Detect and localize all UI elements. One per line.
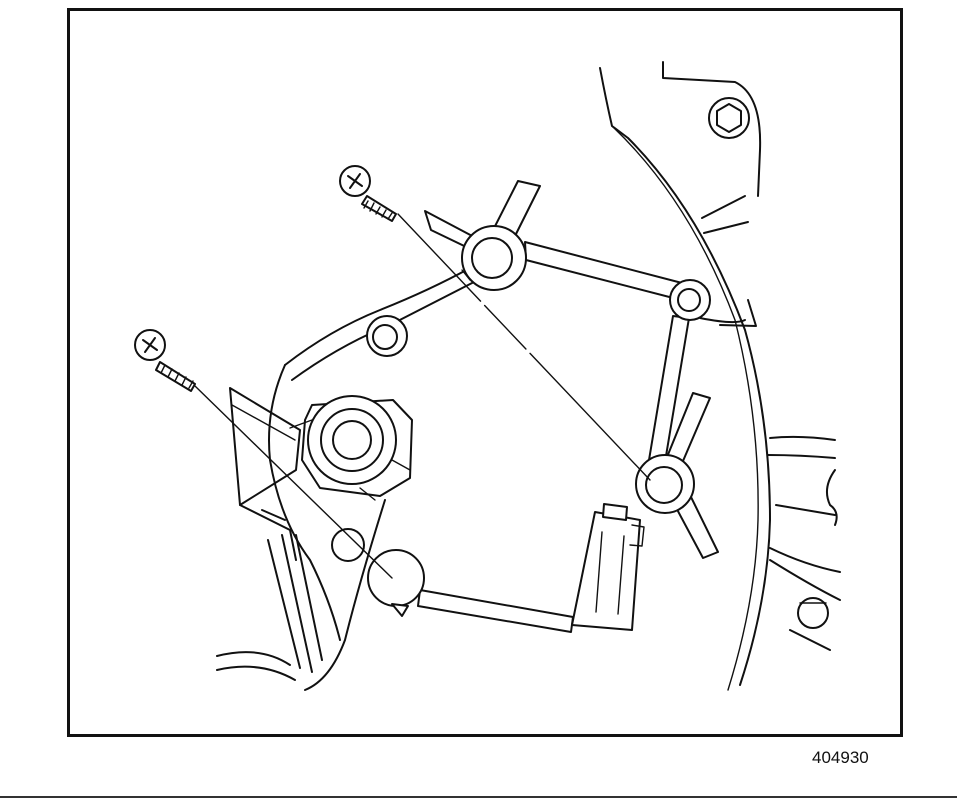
figure-number: 404930 [812, 748, 869, 767]
screw-icon [339, 165, 651, 481]
side-bracket [216, 387, 386, 691]
bolt-head-icon [708, 97, 750, 139]
pulley-icon [424, 180, 541, 291]
idler-roller [669, 279, 711, 321]
camshaft-hub [289, 395, 413, 501]
screw-icon [134, 329, 393, 579]
dowel-pin [797, 597, 829, 629]
sensor-connector [571, 503, 645, 631]
lower-pulley [367, 549, 425, 617]
tensioner-pulley [635, 392, 719, 559]
engine-block-outline [599, 61, 841, 691]
illustration-frame [67, 8, 903, 737]
bushing [366, 315, 408, 357]
bottom-rule [0, 796, 957, 798]
